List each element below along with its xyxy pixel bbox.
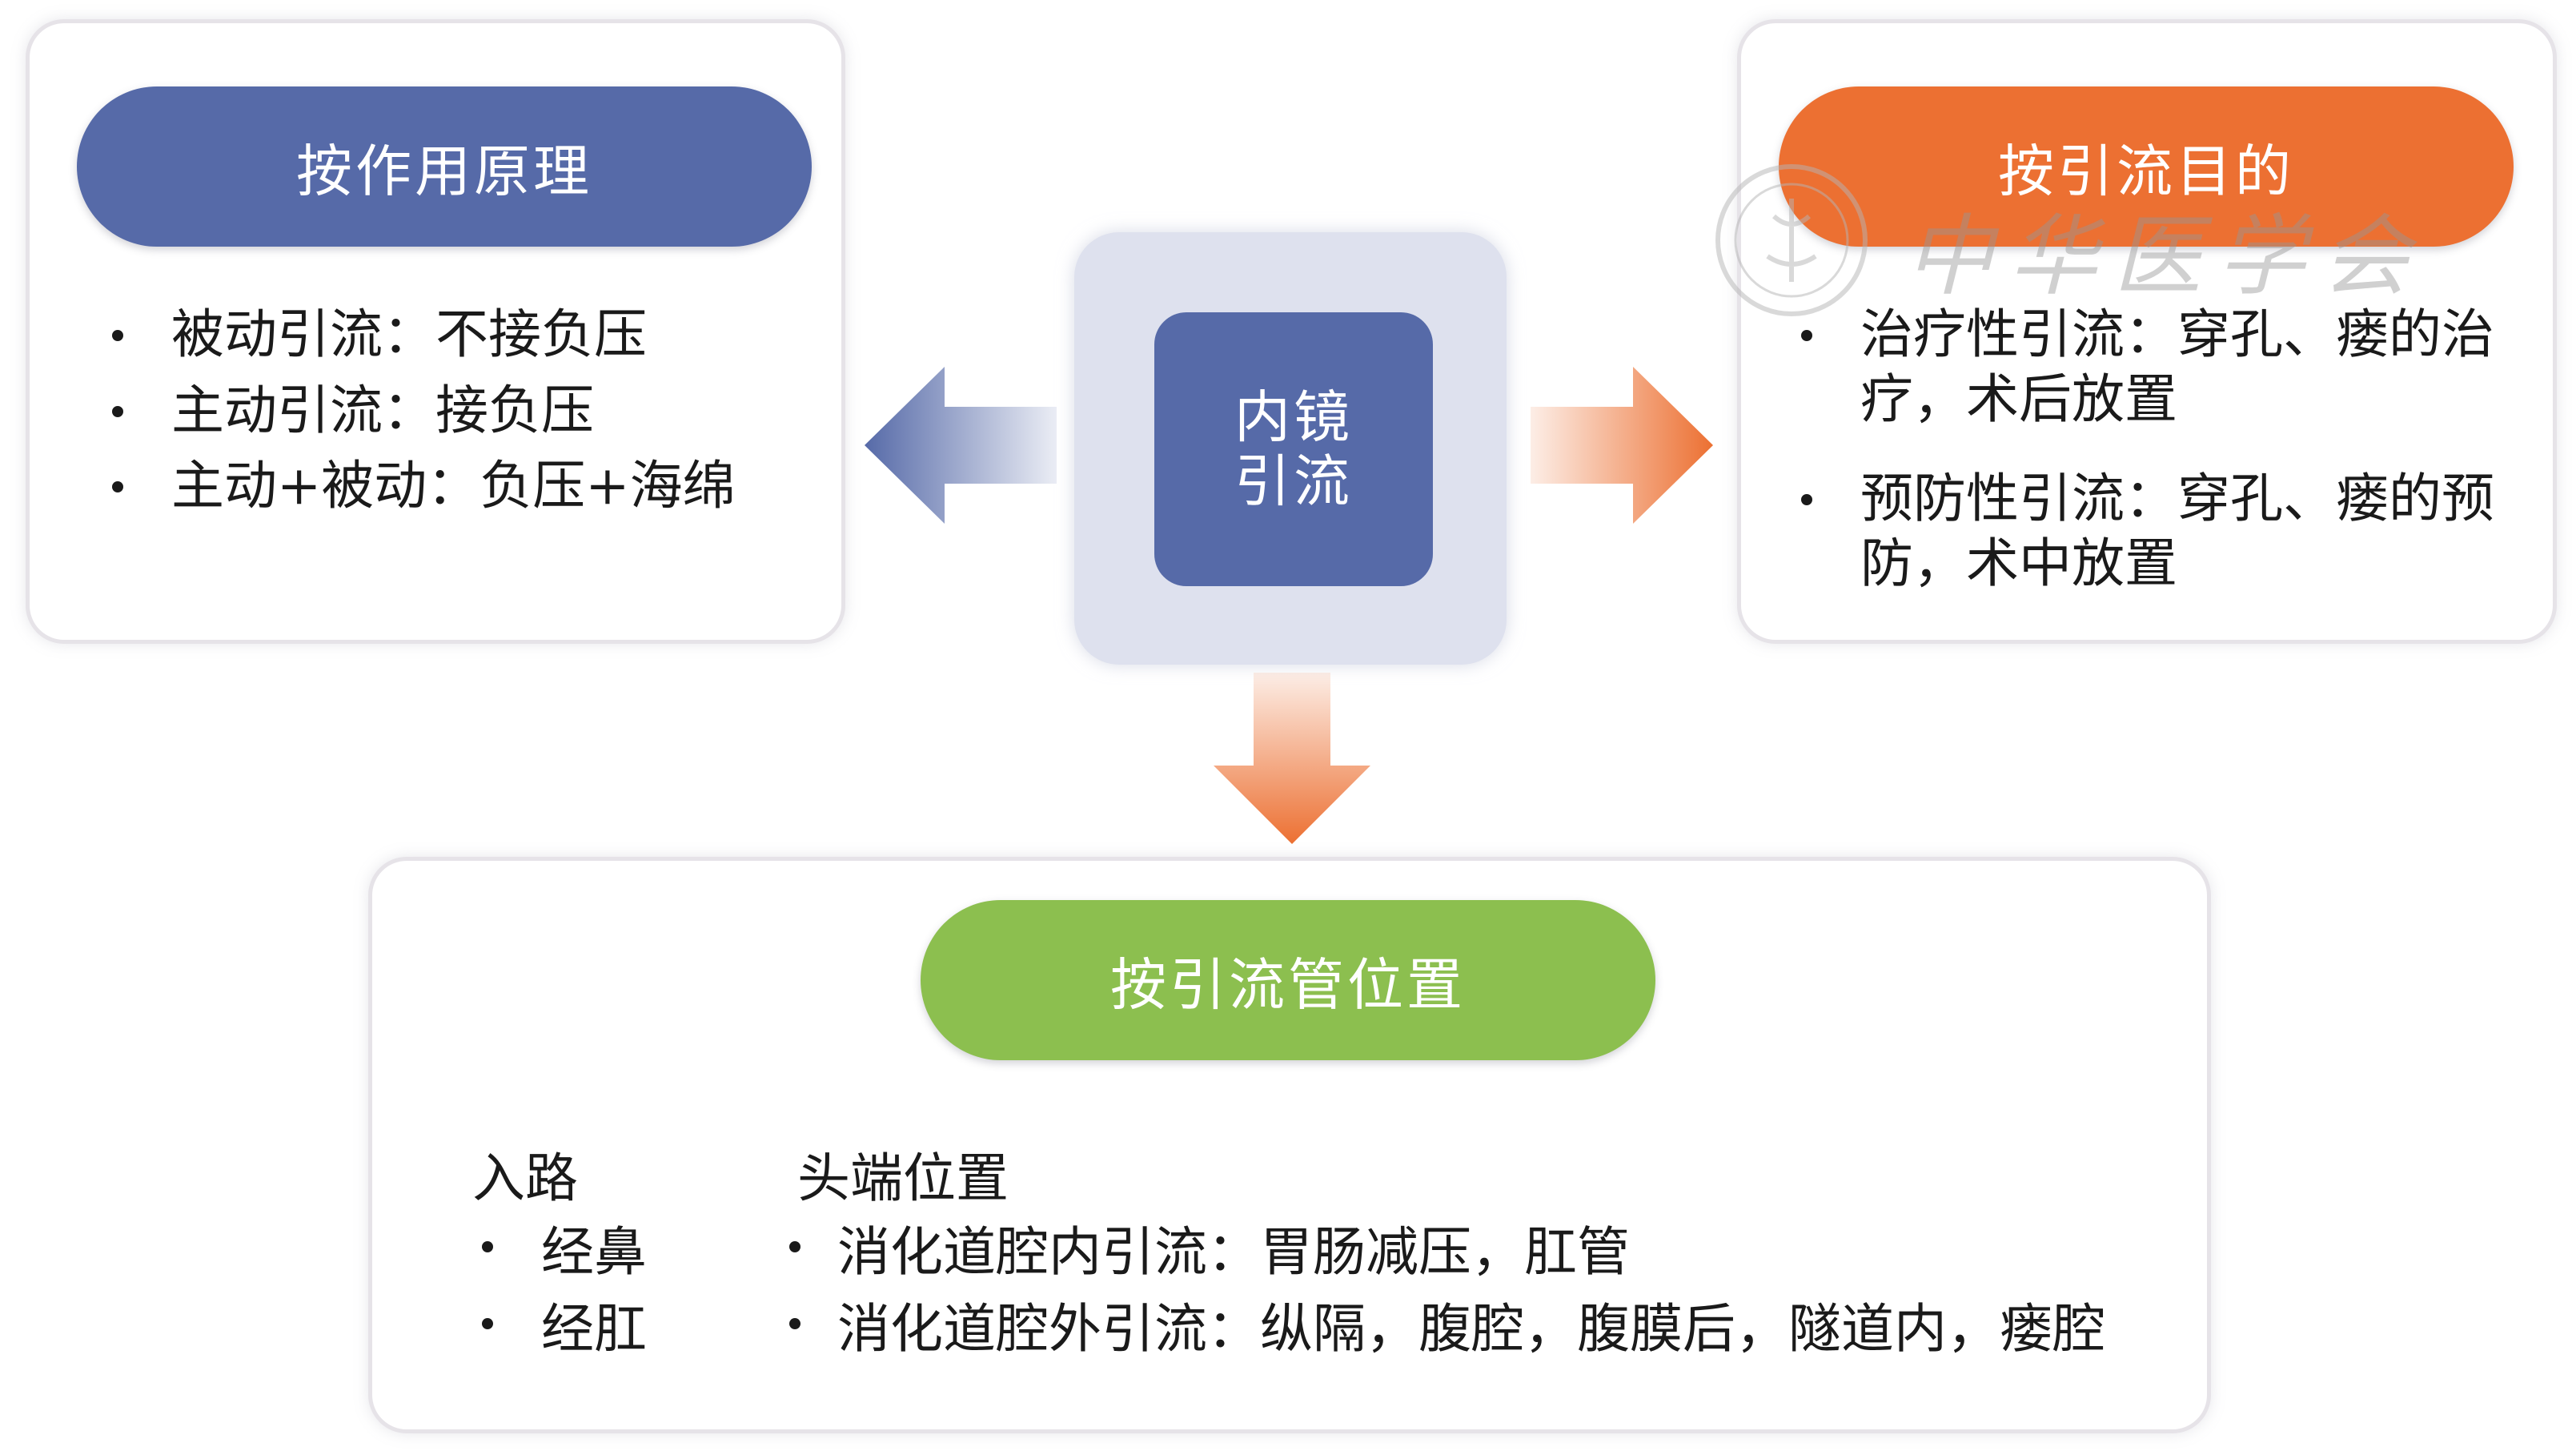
route-list: 经鼻 经肛 [464,1214,704,1367]
arrow-right-icon [1531,367,1713,524]
list-item: 被动引流：不接负压 [94,303,815,368]
list-item: 消化道腔外引流：纵隔，腹腔，腹膜后，隧道内，瘘腔 [772,1291,2205,1368]
list-item: 经肛 [464,1291,704,1368]
arrow-down-icon [1214,673,1370,844]
bullet-dot [112,405,123,417]
list-item: 预防性引流：穿孔、瘘的预防，术中放置 [1784,467,2520,596]
center-box-line-2: 引流 [1234,448,1353,514]
seal-watermark-icon [1715,164,1868,316]
list-item: 消化道腔内引流：胃肠减压，肛管 [772,1214,2205,1291]
tip-list: 消化道腔内引流：胃肠减压，肛管 消化道腔外引流：纵隔，腹腔，腹膜后，隧道内，瘘腔 [772,1214,2205,1367]
bullet-dot [1801,494,1812,506]
list-item: 治疗性引流：穿孔、瘘的治疗，术后放置 [1784,303,2520,432]
center-box: 内镜 引流 [1154,312,1433,586]
route-header: 入路 [472,1148,578,1209]
watermark-text: 中华医学会 [1905,205,2426,307]
list-item: 主动+被动：负压+海绵 [94,454,815,519]
arrow-left-icon [865,367,1057,524]
right-panel-title: 按引流目的 [1779,86,2514,247]
bullet-dot [789,1241,800,1253]
center-box-line-1: 内镜 [1234,384,1353,450]
bullet-dot [789,1318,800,1329]
bullet-dot [482,1318,493,1329]
right-panel-list: 治疗性引流：穿孔、瘘的治疗，术后放置 预防性引流：穿孔、瘘的预防，术中放置 [1784,303,2520,596]
bullet-dot [1801,330,1812,342]
left-panel-title: 按作用原理 [77,86,812,247]
bottom-panel-title: 按引流管位置 [921,900,1655,1060]
bullet-dot [112,481,123,493]
tip-header: 头端位置 [797,1148,1009,1209]
list-item: 主动引流：接负压 [94,379,815,444]
bullet-dot [482,1241,493,1253]
bullet-dot [112,330,123,342]
left-panel-list: 被动引流：不接负压 主动引流：接负压 主动+被动：负压+海绵 [94,303,815,519]
list-item: 经鼻 [464,1214,704,1291]
